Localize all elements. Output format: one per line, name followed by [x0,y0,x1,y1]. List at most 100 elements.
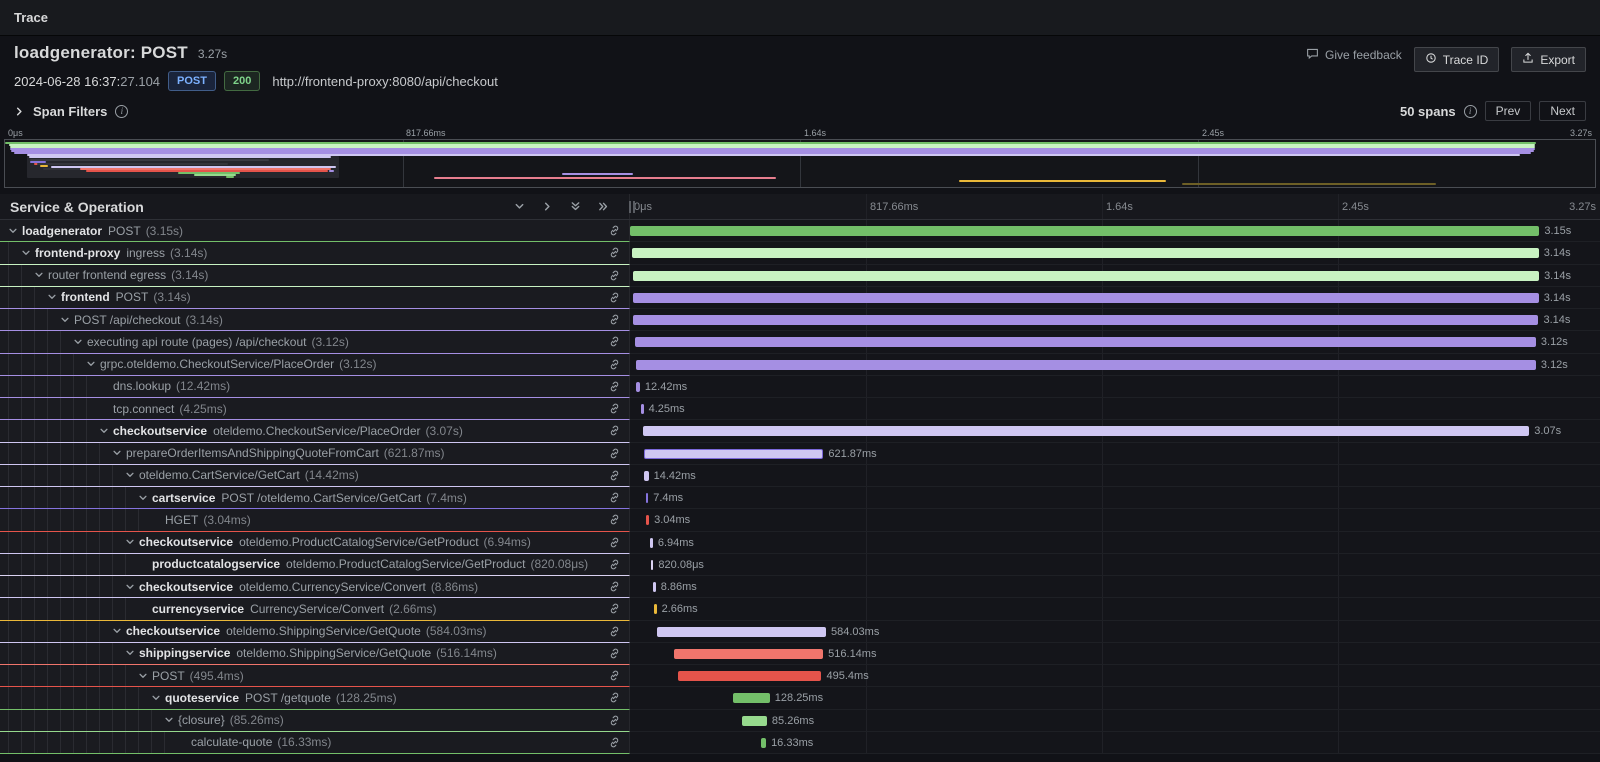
span-link-icon[interactable] [608,513,629,526]
span-row-label-cell[interactable]: checkoutservice oteldemo.ProductCatalogS… [0,531,630,554]
prev-button[interactable]: Prev [1484,101,1532,121]
next-button[interactable]: Next [1539,101,1586,121]
span-link-icon[interactable] [608,335,629,348]
chevron-down-icon[interactable] [73,337,87,347]
span-row-label-cell[interactable]: frontend-proxy ingress (3.14s) [0,242,630,265]
span-row-label-cell[interactable]: HGET (3.04ms) [0,509,630,532]
span-link-icon[interactable] [608,602,629,615]
chevron-down-icon[interactable] [99,426,113,436]
span-row-label-cell[interactable]: grpc.oteldemo.CheckoutService/PlaceOrder… [0,353,630,376]
span-row-label-cell[interactable]: tcp.connect (4.25ms) [0,398,630,421]
span-bar[interactable] [636,381,640,392]
span-row-label-cell[interactable]: productcatalogservice oteldemo.ProductCa… [0,553,630,576]
span-bar[interactable] [645,493,649,503]
chevron-down-icon[interactable] [47,292,61,302]
span-row-label-cell[interactable]: dns.lookup (12.42ms) [0,375,630,398]
span-bar[interactable] [632,248,1539,259]
expand-one-icon[interactable] [542,201,553,212]
span-bar[interactable] [761,737,767,748]
span-row-label-cell[interactable]: {closure} (85.26ms) [0,709,630,732]
span-row-label-cell[interactable]: shippingservice oteldemo.ShippingService… [0,642,630,665]
span-link-icon[interactable] [608,469,629,482]
span-bar[interactable] [633,315,1539,325]
chevron-down-icon[interactable] [125,537,139,547]
span-link-icon[interactable] [608,358,629,371]
span-bar[interactable] [646,515,650,526]
timeline-minimap[interactable] [4,139,1596,188]
span-row-label-cell[interactable]: cartservice POST /oteldemo.CartService/G… [0,487,630,510]
span-bar[interactable] [653,582,656,592]
chevron-down-icon[interactable] [138,671,152,681]
span-row-label-cell[interactable]: checkoutservice oteldemo.CurrencyService… [0,576,630,599]
span-bar[interactable] [642,426,1530,437]
span-bar[interactable] [630,226,1540,236]
span-bar[interactable] [644,470,649,481]
span-link-icon[interactable] [608,269,629,282]
span-row-label-cell[interactable]: prepareOrderItemsAndShippingQuoteFromCar… [0,442,630,465]
span-link-icon[interactable] [608,380,629,393]
chevron-down-icon[interactable] [8,226,22,236]
span-link-icon[interactable] [608,714,629,727]
chevron-down-icon[interactable] [60,315,74,325]
span-bar[interactable] [635,359,1536,370]
span-link-icon[interactable] [608,424,629,437]
expand-all-icon[interactable] [598,201,609,212]
span-row-label-cell[interactable]: quoteservice POST /getquote (128.25ms) [0,687,630,710]
span-link-icon[interactable] [608,491,629,504]
span-row-label-cell[interactable]: POST /api/checkout (3.14s) [0,309,630,332]
span-row-label-cell[interactable]: loadgenerator POST (3.15s) [0,220,630,243]
give-feedback-link[interactable]: Give feedback [1306,47,1402,63]
chevron-down-icon[interactable] [125,470,139,480]
chevron-down-icon[interactable] [112,626,126,636]
span-bar[interactable] [678,671,822,681]
span-link-icon[interactable] [608,647,629,660]
span-link-icon[interactable] [608,736,629,749]
span-row-label-cell[interactable]: currencyservice CurrencyService/Convert … [0,598,630,621]
chevron-down-icon[interactable] [34,270,48,280]
chevron-down-icon[interactable] [164,715,178,725]
span-link-icon[interactable] [608,402,629,415]
collapse-one-icon[interactable] [514,201,525,212]
chevron-down-icon[interactable] [125,648,139,658]
span-bar[interactable] [742,715,767,726]
chevron-down-icon[interactable] [151,693,165,703]
span-row-label-cell[interactable]: POST (495.4ms) [0,665,630,688]
span-link-icon[interactable] [608,313,629,326]
span-row-label-cell[interactable]: oteldemo.CartService/GetCart (14.42ms) [0,464,630,487]
span-row-label-cell[interactable]: calculate-quote (16.33ms) [0,731,630,754]
span-link-icon[interactable] [608,246,629,259]
span-bar[interactable] [674,648,824,659]
span-row-label-cell[interactable]: router frontend egress (3.14s) [0,264,630,287]
span-bar[interactable] [657,626,827,637]
span-filters-toggle[interactable]: Span Filters i [14,104,129,119]
chevron-down-icon[interactable] [21,248,35,258]
chevron-down-icon[interactable] [112,448,126,458]
span-link-icon[interactable] [608,691,629,704]
span-link-icon[interactable] [608,625,629,638]
span-row-label-cell[interactable]: executing api route (pages) /api/checkou… [0,331,630,354]
span-bar[interactable] [650,537,653,548]
span-bar[interactable] [643,448,824,459]
span-link-icon[interactable] [608,580,629,593]
span-bar[interactable] [632,292,1539,303]
span-bar[interactable] [640,404,644,414]
span-link-icon[interactable] [608,536,629,549]
chevron-down-icon[interactable] [138,493,152,503]
export-button[interactable]: Export [1511,47,1586,72]
trace-id-button[interactable]: Trace ID [1413,47,1500,72]
span-bar[interactable] [653,604,657,615]
span-link-icon[interactable] [608,558,629,571]
span-link-icon[interactable] [608,669,629,682]
span-row-label-cell[interactable]: checkoutservice oteldemo.CheckoutService… [0,420,630,443]
span-bar[interactable] [632,270,1540,281]
span-bar[interactable] [650,559,654,570]
chevron-down-icon[interactable] [86,359,100,369]
span-link-icon[interactable] [608,224,629,237]
column-resizer-handle[interactable] [629,201,635,213]
span-bar[interactable] [732,693,770,704]
chevron-down-icon[interactable] [125,582,139,592]
collapse-all-icon[interactable] [570,201,581,212]
span-bar[interactable] [635,337,1536,348]
span-link-icon[interactable] [608,447,629,460]
span-row-label-cell[interactable]: checkoutservice oteldemo.ShippingService… [0,620,630,643]
